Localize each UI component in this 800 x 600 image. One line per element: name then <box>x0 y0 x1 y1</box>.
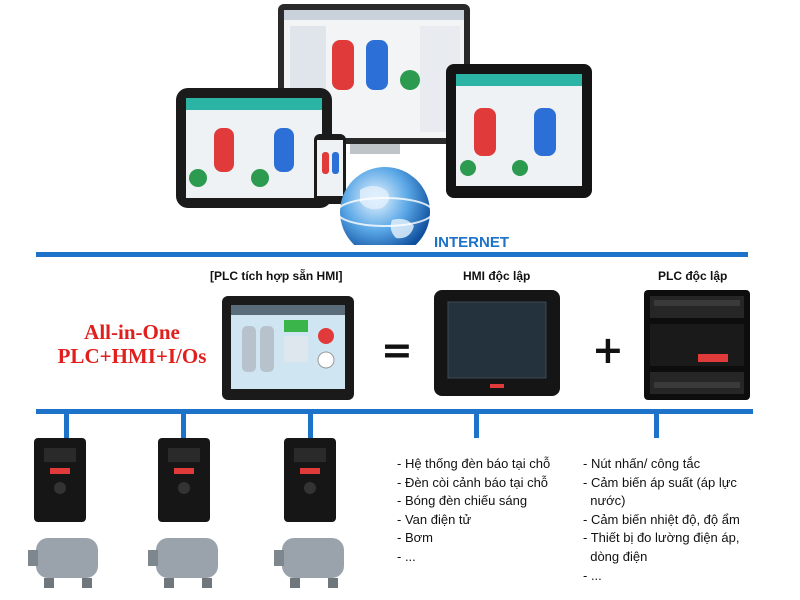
inverter-drive-icon <box>34 438 86 522</box>
internet-network-line <box>36 252 748 257</box>
list-item: - Cảm biến áp suất (áp lực <box>583 474 737 490</box>
all-in-one-label: [PLC tích hợp sẵn HMI] <box>210 269 343 283</box>
list-item: - Bóng đèn chiếu sáng <box>397 493 528 509</box>
device-cluster <box>176 4 592 245</box>
all-in-one-device <box>222 296 354 400</box>
all-in-one-line2: PLC+HMI+I/Os <box>57 344 207 368</box>
list-item: - Nút nhấn/ công tắc <box>583 456 701 471</box>
globe-icon <box>336 167 434 245</box>
list-item: - Bơm <box>397 530 433 546</box>
plus-sign: + <box>592 328 624 372</box>
motor-icon <box>274 538 344 588</box>
list-item: - ... <box>583 567 602 583</box>
plc-label: PLC độc lập <box>658 269 728 283</box>
drop-line-2 <box>181 412 186 438</box>
drop-line-4 <box>474 412 479 438</box>
tablet-device <box>176 88 332 208</box>
motor-icon <box>28 538 98 588</box>
all-in-one-title: All-in-One PLC+HMI+I/Os <box>52 320 212 368</box>
list-item: - Đèn còi cảnh báo tại chỗ <box>397 474 549 490</box>
equals-sign: = <box>381 328 413 372</box>
drop-line-5 <box>654 412 659 438</box>
internet-label: INTERNET <box>434 234 509 251</box>
industrial-panel <box>446 64 592 198</box>
phone-device <box>314 134 346 204</box>
plc-device <box>644 290 750 400</box>
inverter-drive-icon <box>284 438 336 522</box>
all-in-one-line1: All-in-One <box>84 320 180 344</box>
drive-motor-2 <box>148 438 218 588</box>
drive-motor-1 <box>28 438 98 588</box>
list-item: - Van điện tử <box>397 511 472 527</box>
hmi-label: HMI độc lập <box>463 269 531 283</box>
list-item: - Cảm biến nhiệt độ, độ ẩm <box>583 511 740 527</box>
list-item: dòng điện <box>583 548 648 564</box>
drop-line-1 <box>64 412 69 438</box>
drop-line-3 <box>308 412 313 438</box>
list-item: nước) <box>583 493 626 509</box>
field-network-line <box>36 409 753 414</box>
drive-motor-3 <box>274 438 344 588</box>
list-item: - Thiết bị đo lường điện áp, <box>583 530 740 546</box>
list-item: - Hệ thống đèn báo tại chỗ <box>397 456 551 471</box>
inverter-drive-icon <box>158 438 210 522</box>
plc-input-list: - Nút nhấn/ công tắc - Cảm biến áp suất … <box>583 455 740 585</box>
motor-icon <box>148 538 218 588</box>
hmi-device <box>434 290 560 396</box>
hmi-output-list: - Hệ thống đèn báo tại chỗ - Đèn còi cản… <box>397 455 550 567</box>
list-item: - ... <box>397 548 416 564</box>
